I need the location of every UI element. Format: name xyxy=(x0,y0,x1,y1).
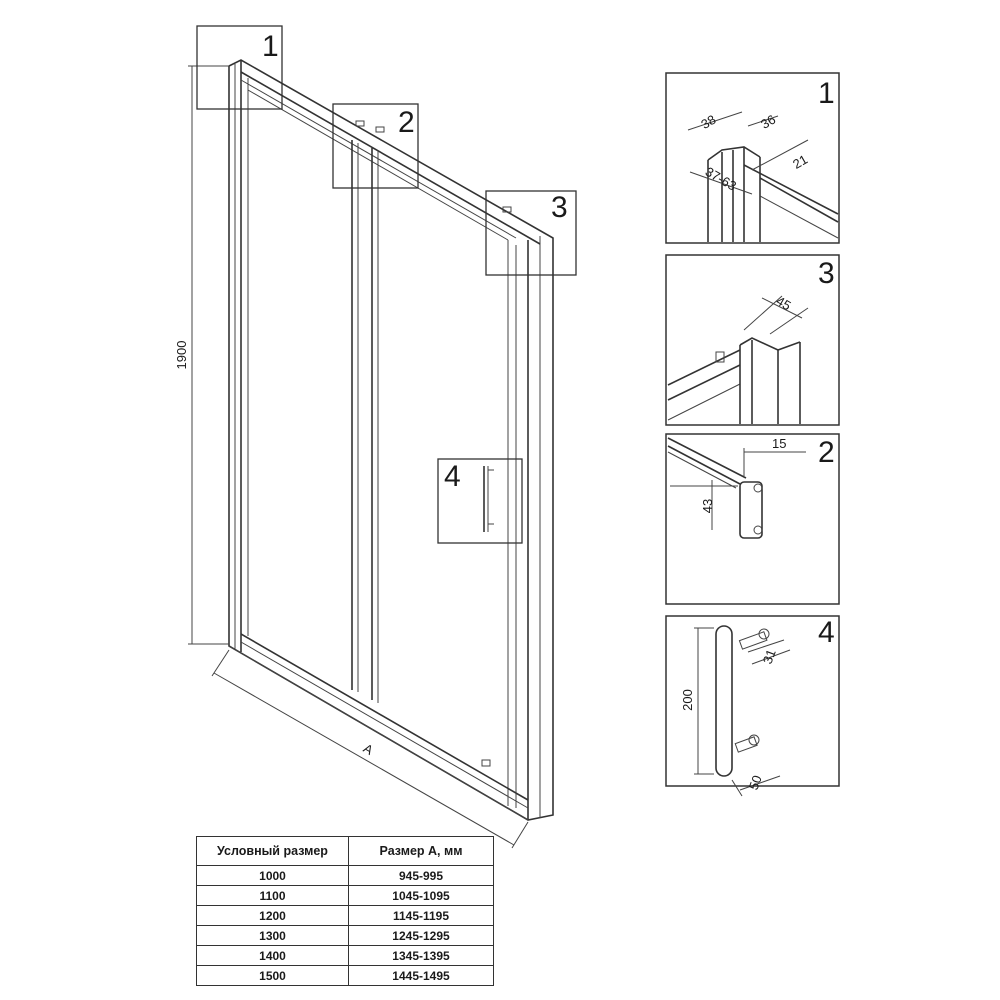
header-nominal-size: Условный размер xyxy=(196,836,349,866)
detail-1-label: 1 xyxy=(818,77,835,110)
table-row: 1200 1145-1195 xyxy=(196,905,494,926)
detail-panel-2: 2 15 43 xyxy=(665,433,840,605)
bottom-rail-mid xyxy=(240,641,529,809)
door-frame-outer xyxy=(228,59,554,821)
detail-1-dim-36: 36 xyxy=(758,112,778,132)
size-a-cell: 1245-1295 xyxy=(348,925,494,946)
callout-4-label: 4 xyxy=(444,460,461,493)
width-label: A xyxy=(361,740,376,757)
header-size-a: Размер А, мм xyxy=(348,836,494,866)
bottom-guide xyxy=(481,759,491,767)
table-header-row: Условный размер Размер А, мм xyxy=(196,836,494,866)
nominal-size-cell: 1200 xyxy=(196,905,349,926)
callout-1: 1 xyxy=(196,25,283,110)
height-dimension: 1900 xyxy=(174,65,229,645)
callout-3: 3 xyxy=(485,190,577,276)
detail-panel-1: 1 38 36 21 37-63 xyxy=(665,72,840,244)
height-label: 1900 xyxy=(174,341,189,370)
table-row: 1500 1445-1495 xyxy=(196,965,494,986)
size-a-cell: 945-995 xyxy=(348,865,494,886)
width-dimension: A xyxy=(211,649,529,849)
size-table: Условный размер Размер А, мм 1000 945-99… xyxy=(196,836,494,986)
nominal-size-cell: 1100 xyxy=(196,885,349,906)
callout-2-label: 2 xyxy=(398,106,415,139)
bottom-rail-lower xyxy=(228,645,529,821)
detail-2-dim-43: 43 xyxy=(700,499,715,513)
detail-3-dim-45: 45 xyxy=(774,293,794,313)
callout-4: 4 xyxy=(437,458,523,544)
callout-1-label: 1 xyxy=(262,30,279,63)
detail-1-dim-21: 21 xyxy=(790,152,810,172)
nominal-size-cell: 1400 xyxy=(196,945,349,966)
top-rail-lower xyxy=(240,71,541,245)
detail-3-label: 3 xyxy=(818,257,835,290)
size-a-cell: 1045-1095 xyxy=(348,885,494,906)
detail-4-dim-50: 50 xyxy=(746,773,765,792)
nominal-size-cell: 1300 xyxy=(196,925,349,946)
size-a-cell: 1145-1195 xyxy=(348,905,494,926)
callout-3-label: 3 xyxy=(551,191,568,224)
nominal-size-cell: 1500 xyxy=(196,965,349,986)
top-roller-2 xyxy=(375,126,385,133)
top-roller-3 xyxy=(502,206,512,213)
detail-4-dim-200: 200 xyxy=(680,689,695,711)
bottom-rail-upper xyxy=(240,633,529,801)
table-row: 1400 1345-1395 xyxy=(196,945,494,966)
table-row: 1100 1045-1095 xyxy=(196,885,494,906)
detail-2-label: 2 xyxy=(818,436,835,469)
detail-panel-4: 4 200 31 50 xyxy=(665,615,840,797)
callout-2: 2 xyxy=(332,103,419,189)
detail-2-dim-15: 15 xyxy=(772,436,786,451)
detail-4-dim-31: 31 xyxy=(760,647,779,666)
table-row: 1000 945-995 xyxy=(196,865,494,886)
door-main-view xyxy=(228,59,554,821)
detail-1-dim-38: 38 xyxy=(698,112,718,132)
size-a-cell: 1445-1495 xyxy=(348,965,494,986)
detail-panel-3: 3 45 xyxy=(665,254,840,426)
top-roller-1 xyxy=(355,120,365,127)
detail-4-label: 4 xyxy=(818,616,835,649)
nominal-size-cell: 1000 xyxy=(196,865,349,886)
size-a-cell: 1345-1395 xyxy=(348,945,494,966)
table-row: 1300 1245-1295 xyxy=(196,925,494,946)
